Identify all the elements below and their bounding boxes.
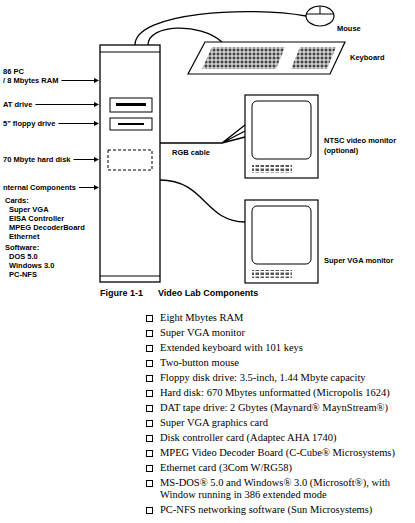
keyboard (188, 42, 345, 74)
component-list: Eight Mbytes RAM Super VGA monitorExtende… (160, 312, 412, 519)
list-text: MS-DOS® 5.0 and Windows® 3.0 (Microsoft®… (160, 477, 412, 500)
card-label: EISA Controller (9, 214, 64, 223)
list-item: PC-NFS networking software (Sun Microsys… (160, 504, 412, 516)
list-item: Two-button mouse (160, 357, 412, 369)
bullet-square (146, 450, 153, 457)
list-item: Eight Mbytes RAM (160, 312, 412, 324)
leader-line (79, 187, 95, 188)
card-label: MPEG DecoderBoard (9, 223, 85, 232)
group-heading: Cards: (5, 196, 29, 205)
part-label: AT drive (3, 100, 32, 109)
bullet-square (146, 330, 153, 337)
list-text: MPEG Video Decoder Board (C-Cube® Micros… (160, 447, 412, 459)
ntsc-monitor (245, 95, 318, 178)
list-text: Two-button mouse (160, 357, 412, 369)
arrowhead (94, 185, 99, 190)
list-item: Disk controller card (Adaptec AHA 1740) (160, 432, 412, 444)
bullet-square (146, 435, 153, 442)
arrowhead (94, 121, 99, 126)
list-item: Super VGA graphics card (160, 417, 412, 429)
list-text: Extended keyboard with 101 keys (160, 342, 412, 354)
bullet-square (146, 360, 153, 367)
pc-tower (100, 45, 160, 282)
list-text: Eight Mbytes RAM (160, 312, 412, 324)
part-label: 5" floppy drive (3, 119, 55, 128)
arrowhead (94, 157, 99, 162)
bullet-square (146, 390, 153, 397)
device-label: (optional) (324, 146, 358, 155)
list-item: Extended keyboard with 101 keys (160, 342, 412, 354)
arrowhead (94, 78, 99, 83)
bullet-square (146, 375, 153, 382)
device-label: Super VGA monitor (324, 256, 393, 265)
card-label: Super VGA (9, 205, 49, 214)
leader-line (74, 159, 95, 160)
device-label: Keyboard (350, 53, 385, 62)
list-item: MPEG Video Decoder Board (C-Cube® Micros… (160, 447, 412, 459)
svga-monitor (245, 200, 318, 283)
part-label: 70 Mbyte hard disk (3, 155, 71, 164)
part-label: 86 PC (3, 67, 24, 76)
bullet-square (146, 345, 153, 352)
bullet-square (146, 465, 153, 472)
list-item: Ethernet card (3Com W/RG58) (160, 462, 412, 474)
part-label: / 8 Mbytes RAM (3, 76, 58, 85)
list-item: MS-DOS® 5.0 and Windows® 3.0 (Microsoft®… (160, 477, 412, 500)
group-heading: Software: (5, 243, 39, 252)
list-item: Super VGA monitor (160, 327, 412, 339)
device-label: NTSC video monitor (324, 136, 396, 145)
part-label: nternal Components (3, 183, 76, 192)
bullet-square (146, 315, 153, 322)
arrowhead (94, 102, 99, 107)
leader-line (58, 123, 95, 124)
list-text: PC-NFS networking software (Sun Microsys… (160, 504, 412, 516)
list-text: Floppy disk drive: 3.5-inch, 1.44 Mbyte … (160, 372, 412, 384)
mouse (306, 6, 334, 26)
bullet-square (146, 507, 153, 514)
list-item: Floppy disk drive: 3.5-inch, 1.44 Mbyte … (160, 372, 412, 384)
list-text: Hard disk: 670 Mbytes unformatted (Micro… (160, 387, 412, 399)
list-text: Ethernet card (3Com W/RG58) (160, 462, 412, 474)
cable-label: RGB cable (172, 148, 210, 157)
bullet-square (146, 420, 153, 427)
list-item: Hard disk: 670 Mbytes unformatted (Micro… (160, 387, 412, 399)
list-text: Disk controller card (Adaptec AHA 1740) (160, 432, 412, 444)
leader-line (35, 104, 95, 105)
software-label: DOS 5.0 (9, 252, 38, 261)
bullet-square (146, 480, 153, 487)
list-text: Super VGA monitor (160, 327, 412, 339)
card-label: Ethernet (9, 232, 39, 241)
list-item: DAT tape drive: 2 Gbytes (Maynard® MaynS… (160, 402, 412, 414)
list-text: DAT tape drive: 2 Gbytes (Maynard® MaynS… (160, 402, 412, 414)
device-label: Mouse (337, 24, 361, 33)
leader-line (61, 80, 95, 81)
figure-caption: Figure 1-1 Video Lab Components (100, 288, 258, 298)
software-label: PC-NFS (9, 270, 37, 279)
bullet-square (146, 405, 153, 412)
list-text: Super VGA graphics card (160, 417, 412, 429)
software-label: Windows 3.0 (9, 261, 54, 270)
